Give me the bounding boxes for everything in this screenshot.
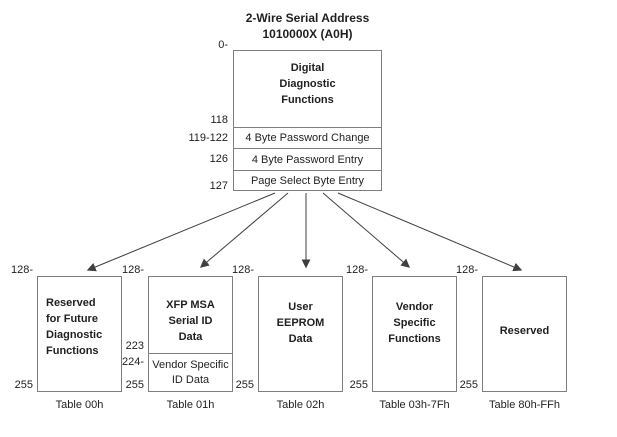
section-digital-diagnostic-line1: Digital (290, 62, 325, 74)
table-00h-end-label: 255 (14, 379, 33, 391)
diagram-title-line1: 2-Wire Serial Address (245, 11, 370, 25)
table-01h-line1: XFP MSA (166, 299, 215, 311)
table-01h-sub-start-label: 224- (121, 356, 144, 368)
table-02h-start-label: 128- (231, 264, 254, 276)
table-00h-line2: for Future (46, 313, 98, 325)
section-digital-diagnostic-line3: Functions (281, 94, 334, 106)
section-digital-diagnostic-line2: Diagnostic (279, 78, 336, 90)
table-02h-line2: EEPROM (276, 317, 325, 329)
table-80h-ffh-start-label: 128- (455, 264, 478, 276)
table-02h-end-label: 255 (235, 379, 254, 391)
section-digital-diagnostic: Digital Diagnostic Functions (234, 51, 381, 127)
table-03h-7fh-line1: Vendor (395, 301, 434, 313)
table-00h-caption: Table 00h (55, 399, 104, 411)
table-01h-sub-line2: ID Data (171, 373, 210, 386)
table-01h-mid-end-label: 223 (125, 340, 144, 352)
table-01h-sub-line1: Vendor Specific (152, 358, 229, 371)
arrow-to-table-00h (86, 192, 276, 272)
table-03h-7fh-caption: Table 03h-7Fh (379, 399, 450, 411)
address-label-119-122: 119-122 (188, 132, 228, 144)
row-password-entry: 4 Byte Password Entry (234, 148, 381, 170)
table-02h-line1: User (288, 301, 313, 313)
table-02h-box: User EEPROM Data (258, 276, 343, 392)
table-02h-line3: Data (288, 333, 313, 345)
table-01h-box: XFP MSA Serial ID Data Vendor Specific I… (148, 276, 233, 392)
address-label-126: 126 (209, 153, 228, 165)
table-80h-ffh-text: Reserved (483, 277, 566, 391)
table-01h-vendor-specific-section: Vendor Specific ID Data (149, 353, 232, 391)
table-02h-caption: Table 02h (276, 399, 325, 411)
table-00h-text: Reserved for Future Diagnostic Functions (38, 277, 121, 359)
table-00h-box: Reserved for Future Diagnostic Functions (37, 276, 122, 392)
table-80h-ffh-box: Reserved (482, 276, 567, 392)
address-label-127: 127 (209, 180, 228, 192)
row-page-select: Page Select Byte Entry (234, 170, 381, 190)
table-80h-ffh-caption: Table 80h-FFh (489, 399, 560, 411)
arrow-to-table-01h (199, 192, 289, 268)
table-01h-start-label: 128- (121, 264, 144, 276)
table-01h-line3: Data (178, 331, 203, 343)
table-03h-7fh-text: Vendor Specific Functions (373, 277, 456, 347)
table-01h-line2: Serial ID (168, 315, 213, 327)
arrow-to-table-80h-ffh (337, 192, 523, 272)
row-password-change: 4 Byte Password Change (234, 127, 381, 148)
table-01h-end-label: 255 (125, 379, 144, 391)
table-00h-line4: Functions (46, 345, 99, 357)
diagram-title-line2: 1010000X (A0H) (262, 27, 353, 41)
table-80h-ffh-end-label: 255 (459, 379, 478, 391)
table-01h-caption: Table 01h (166, 399, 215, 411)
table-01h-serial-id-section: XFP MSA Serial ID Data (149, 277, 232, 353)
table-00h-line3: Diagnostic (46, 329, 103, 341)
table-00h-start-label: 128- (10, 264, 33, 276)
table-03h-7fh-start-label: 128- (345, 264, 368, 276)
address-label-118: 118 (210, 114, 228, 126)
diagram-title: 2-Wire Serial Address 1010000X (A0H) (187, 10, 428, 42)
table-03h-7fh-line2: Specific (393, 317, 436, 329)
table-00h-line1: Reserved (46, 297, 96, 309)
arrow-to-table-03h-7fh (322, 192, 411, 268)
table-02h-text: User EEPROM Data (259, 277, 342, 347)
address-label-0: 0- (218, 39, 228, 51)
table-03h-7fh-end-label: 255 (349, 379, 368, 391)
table-03h-7fh-line3: Functions (388, 333, 441, 345)
table-80h-ffh-line1: Reserved (499, 325, 550, 337)
top-box-a0h: Digital Diagnostic Functions 4 Byte Pass… (233, 50, 382, 191)
table-03h-7fh-box: Vendor Specific Functions (372, 276, 457, 392)
